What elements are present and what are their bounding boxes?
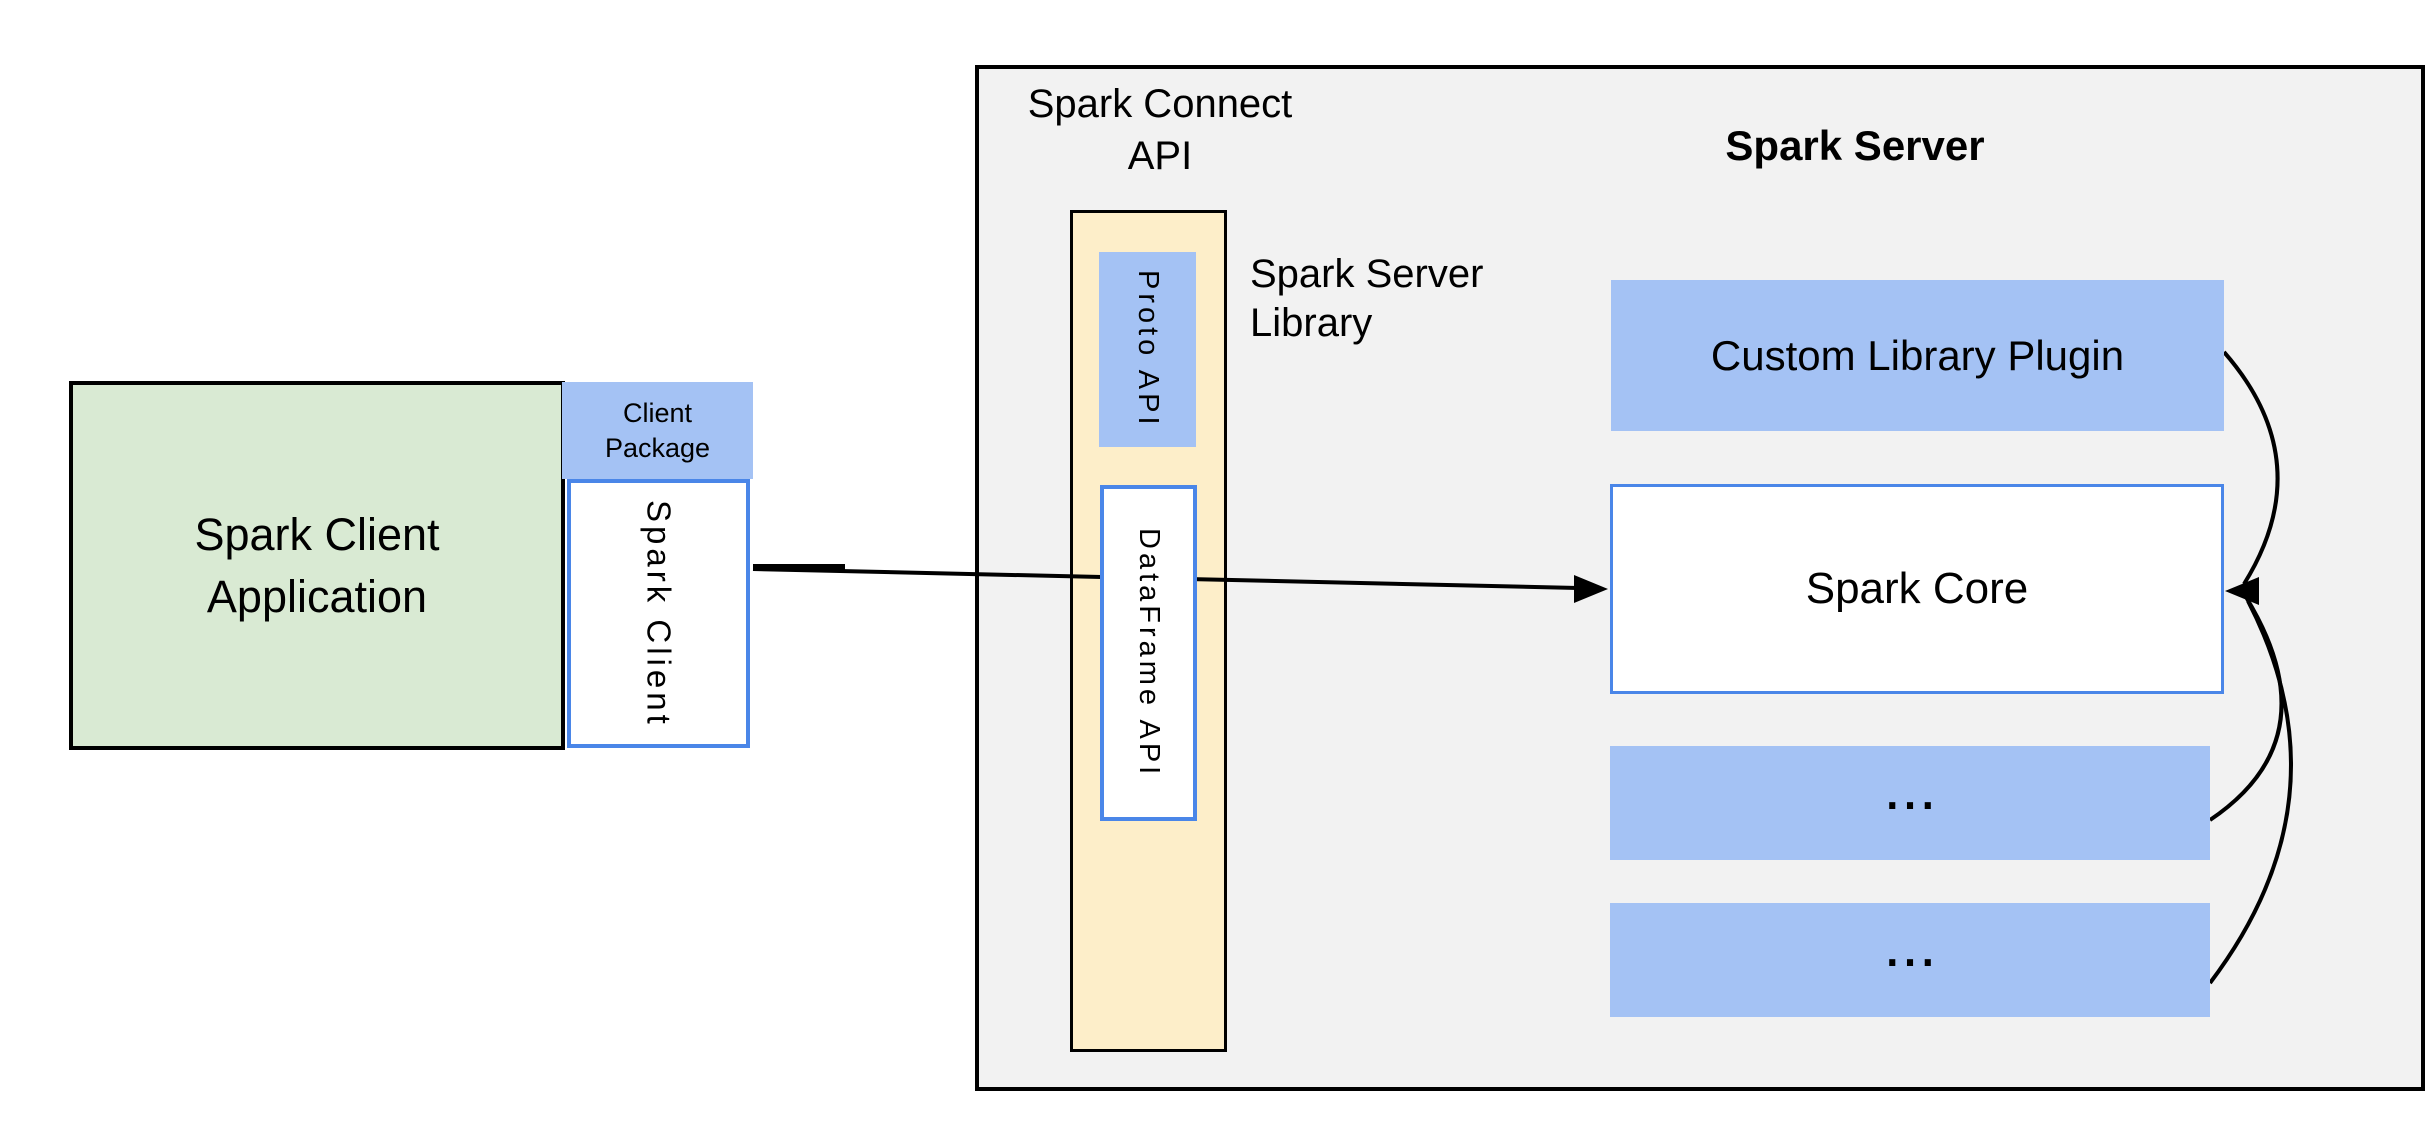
- plugin-slot-2-box: ...: [1610, 903, 2210, 1017]
- custom-library-plugin-box: Custom Library Plugin: [1611, 280, 2224, 431]
- spark-core-box: Spark Core: [1610, 484, 2224, 694]
- spark-client-application-box: Spark Client Application: [69, 381, 565, 750]
- spark-server-library-label: Spark Server Library: [1250, 252, 1484, 345]
- spark-core-label: Spark Core: [1805, 564, 2029, 613]
- proto-api-box: Proto API: [1099, 252, 1196, 447]
- client-package-label: Client Package: [604, 397, 711, 463]
- dataframe-api-label: DataFrame API: [1133, 527, 1165, 779]
- plugin-slot-1-box: ...: [1610, 746, 2210, 860]
- proto-api-label: Proto API: [1132, 270, 1164, 429]
- spark-client-application-label: Spark Client Application: [194, 509, 440, 622]
- client-package-box: Client Package: [562, 382, 753, 479]
- spark-connect-api-label: Spark Connect API: [1027, 82, 1293, 178]
- custom-library-plugin-label: Custom Library Plugin: [1710, 331, 2125, 379]
- spark-client-box: Spark Client: [567, 479, 750, 748]
- spark-client-label: Spark Client: [640, 499, 678, 728]
- dataframe-api-box: DataFrame API: [1100, 485, 1197, 821]
- spark-server-title: Spark Server: [1725, 122, 1985, 169]
